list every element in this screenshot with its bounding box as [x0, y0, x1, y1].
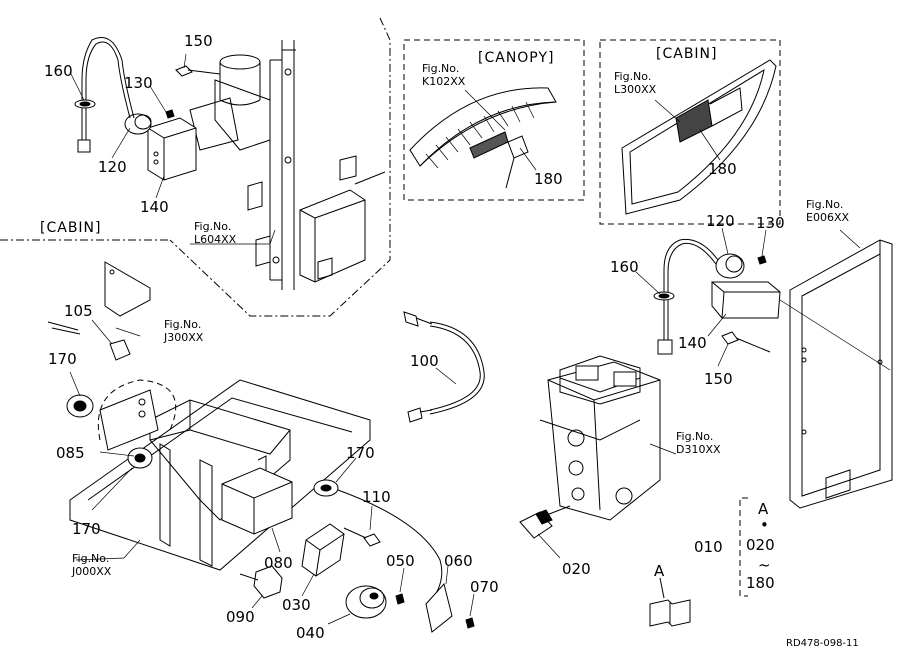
legend-start: 020	[746, 536, 775, 554]
harness-assembly	[403, 311, 485, 423]
part-130-right: 130	[756, 214, 785, 232]
part-150-right: 150	[704, 370, 733, 388]
canopy-inset	[403, 39, 585, 201]
fig-ref-l300: Fig.No. L300XX	[614, 70, 657, 96]
svg-text:Fig.No.: Fig.No.	[614, 70, 651, 83]
part-020: 020	[562, 560, 591, 578]
svg-text:K102XX: K102XX	[422, 75, 466, 88]
fig-ref-j300: Fig.No. J300XX	[163, 318, 204, 344]
svg-text:L604XX: L604XX	[194, 233, 237, 246]
part-110: 110	[362, 488, 391, 506]
center-bottom-assembly	[221, 455, 475, 633]
legend-end: 180	[746, 574, 775, 592]
legend-ref-a: A	[758, 500, 769, 518]
part-080: 080	[264, 554, 293, 572]
right-frame-assembly	[635, 227, 893, 509]
drawing-code: RD478-098-11	[786, 638, 859, 649]
svg-text:Fig.No.: Fig.No.	[422, 62, 459, 75]
part-085: 085	[56, 444, 85, 462]
legend-marker	[649, 497, 748, 627]
section-cabin-left: [CABIN]	[40, 220, 101, 236]
svg-text:E006XX: E006XX	[806, 211, 849, 224]
section-canopy: [CANOPY]	[478, 50, 554, 66]
svg-text:J300XX: J300XX	[163, 331, 204, 344]
svg-text:Fig.No.: Fig.No.	[164, 318, 201, 331]
valve-assembly	[519, 355, 677, 559]
book-marker-label: A	[654, 562, 665, 580]
fig-ref-j000: Fig.No. J000XX	[71, 552, 112, 578]
part-030: 030	[282, 596, 311, 614]
part-090: 090	[226, 608, 255, 626]
svg-text:L300XX: L300XX	[614, 83, 657, 96]
part-140-left: 140	[140, 198, 169, 216]
legend-tilde: ~	[758, 556, 771, 574]
svg-text:Fig.No.: Fig.No.	[806, 198, 843, 211]
svg-text:Fig.No.: Fig.No.	[676, 430, 713, 443]
part-180-canopy: 180	[534, 170, 563, 188]
fig-ref-d310: Fig.No. D310XX	[676, 430, 721, 456]
part-130-left: 130	[124, 74, 153, 92]
part-160-right: 160	[610, 258, 639, 276]
part-100: 100	[410, 352, 439, 370]
svg-text:Fig.No.: Fig.No.	[194, 220, 231, 233]
part-120-left: 120	[98, 158, 127, 176]
fig-ref-k102: Fig.No. K102XX	[422, 62, 466, 88]
part-010: 010	[694, 538, 723, 556]
part-160-left: 160	[44, 62, 73, 80]
legend-dot: •	[760, 516, 769, 534]
part-105: 105	[64, 302, 93, 320]
part-150-left: 150	[184, 32, 213, 50]
fig-ref-e006: Fig.No. E006XX	[806, 198, 849, 224]
fig-ref-l604: Fig.No. L604XX	[194, 220, 237, 246]
part-180-cabin: 180	[708, 160, 737, 178]
part-170-lower: 170	[72, 520, 101, 538]
svg-text:D310XX: D310XX	[676, 443, 721, 456]
part-170-center: 170	[346, 444, 375, 462]
part-170-upper: 170	[48, 350, 77, 368]
top-left-assembly	[0, 17, 391, 317]
part-060: 060	[444, 552, 473, 570]
part-070: 070	[470, 578, 499, 596]
part-040: 040	[296, 624, 325, 642]
cabin-inset	[599, 39, 781, 225]
part-140-right: 140	[678, 334, 707, 352]
part-120-right: 120	[706, 212, 735, 230]
section-cabin-top: [CABIN]	[656, 46, 717, 62]
part-050: 050	[386, 552, 415, 570]
svg-text:J000XX: J000XX	[71, 565, 112, 578]
svg-text:Fig.No.: Fig.No.	[72, 552, 109, 565]
